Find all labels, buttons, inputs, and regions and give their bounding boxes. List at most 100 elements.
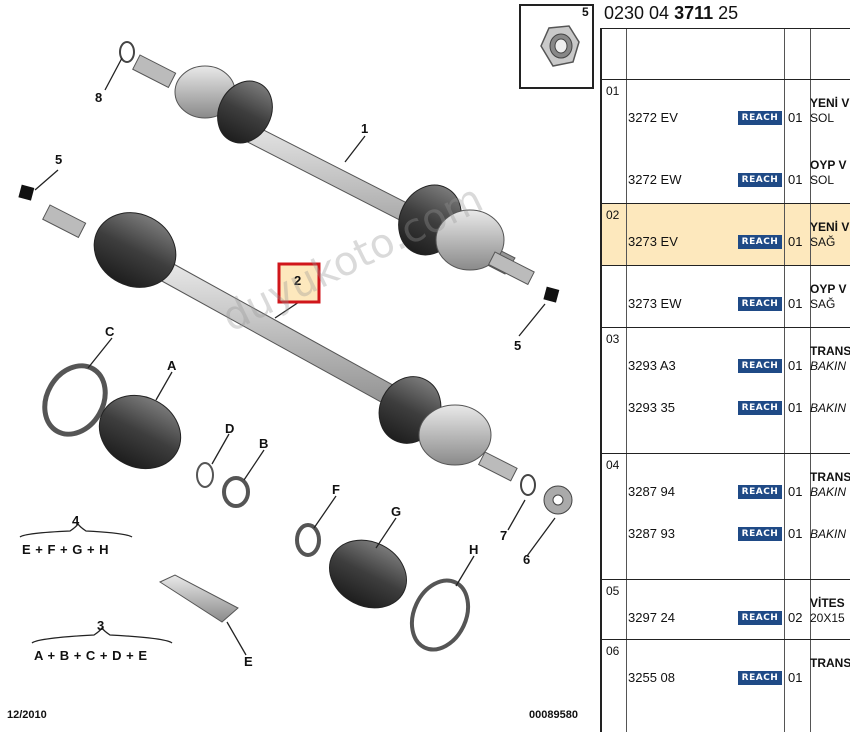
part-code[interactable]: 3287 94 <box>628 484 675 499</box>
reach-badge-icon: REACH <box>738 527 782 541</box>
part-description-line2: BAKIN <box>810 359 847 373</box>
part-quantity: 01 <box>788 484 803 499</box>
clamp-f <box>295 523 321 557</box>
reach-badge-icon: REACH <box>738 485 782 499</box>
part-quantity: 01 <box>788 110 803 125</box>
reach-badge-icon: REACH <box>738 111 782 125</box>
group-number: 03 <box>606 332 620 346</box>
part-code[interactable]: 3272 EW <box>628 172 682 187</box>
reach-badge-icon: REACH <box>738 671 782 685</box>
boot-a <box>98 394 182 470</box>
part-bold: 3711 <box>674 3 714 23</box>
ring-d <box>196 462 214 488</box>
group-number: 01 <box>606 84 620 98</box>
ring-8 <box>119 41 135 63</box>
part-code[interactable]: 3272 EV <box>628 110 678 125</box>
part-description-line2: SOL <box>810 111 835 125</box>
part-description-line1: OYP V <box>810 282 847 296</box>
table-column-divider <box>784 580 785 639</box>
part-code[interactable]: 3293 35 <box>628 400 675 415</box>
part-description-line1: TRANS <box>810 470 850 484</box>
table-column-divider <box>810 204 811 265</box>
callout-h: H <box>469 542 479 557</box>
callout-4: 4 <box>72 513 80 528</box>
part-description-line1: YENİ V <box>810 220 850 234</box>
part-code[interactable]: 3255 08 <box>628 670 675 685</box>
table-column-divider <box>810 640 811 709</box>
table-column-divider <box>626 80 627 203</box>
reach-badge-icon: REACH <box>738 401 782 415</box>
table-column-divider <box>626 580 627 639</box>
part-description-line2: SAĞ <box>810 297 836 311</box>
diagram-date: 12/2010 <box>7 709 47 721</box>
clamp-c <box>42 363 108 437</box>
reach-badge-icon: REACH <box>738 235 782 249</box>
part-code[interactable]: 3273 EW <box>628 296 682 311</box>
group-number: 04 <box>606 458 620 472</box>
table-column-divider <box>784 80 785 203</box>
formula-3: A + B + C + D + E <box>34 648 148 663</box>
callout-b: B <box>259 436 269 451</box>
part-code[interactable]: 3273 EV <box>628 234 678 249</box>
group-number: 02 <box>606 208 620 222</box>
table-column-divider <box>626 640 627 709</box>
part-code[interactable]: 3297 24 <box>628 610 675 625</box>
part-suffix: 25 <box>713 3 739 23</box>
table-column-divider <box>626 454 627 579</box>
table-column-divider <box>810 266 811 327</box>
nut-5-right <box>543 286 560 303</box>
table-column-divider <box>784 640 785 709</box>
part-description-line1: TRANS <box>810 344 850 358</box>
nut-icon <box>540 25 580 67</box>
table-column-divider <box>810 454 811 579</box>
part-quantity: 01 <box>788 526 803 541</box>
boot-g <box>329 539 407 609</box>
callout-3: 3 <box>97 618 105 633</box>
part-quantity: 01 <box>788 296 803 311</box>
clamp-h <box>409 578 471 652</box>
brace-3 <box>31 626 173 644</box>
part-description-line1: VİTES <box>810 596 845 610</box>
table-column-divider <box>626 204 627 265</box>
callout-5-left: 5 <box>55 152 63 167</box>
callout-a: A <box>167 358 177 373</box>
table-column-divider <box>626 328 627 453</box>
callout-2: 2 <box>294 273 302 288</box>
part-description-line1: TRANS <box>810 656 850 670</box>
part-quantity: 01 <box>788 234 803 249</box>
table-column-divider <box>784 266 785 327</box>
table-column-divider <box>810 80 811 203</box>
part-description-line1: YENİ V <box>810 96 850 110</box>
part-description-line2: BAKIN <box>810 527 847 541</box>
callout-2-highlight <box>277 262 321 304</box>
part-description-line2: SOL <box>810 173 835 187</box>
callout-6: 6 <box>523 552 531 567</box>
part-code[interactable]: 3293 A3 <box>628 358 676 373</box>
callout-c: C <box>105 324 115 339</box>
washer-6-hole <box>552 494 564 506</box>
callout-7: 7 <box>500 528 508 543</box>
reach-badge-icon: REACH <box>738 359 782 373</box>
table-column-divider <box>784 204 785 265</box>
callout-1: 1 <box>361 121 369 136</box>
callout-5-right: 5 <box>514 338 522 353</box>
part-quantity: 02 <box>788 610 803 625</box>
part-code[interactable]: 3287 93 <box>628 526 675 541</box>
clamp-b <box>222 476 250 508</box>
formula-4: E + F + G + H <box>22 542 110 557</box>
callout-d: D <box>225 421 235 436</box>
table-column-divider <box>810 328 811 453</box>
part-description-line2: 20X15 <box>810 611 845 625</box>
reach-badge-icon: REACH <box>738 173 782 187</box>
callout-e: E <box>244 654 253 669</box>
parts-group[interactable]: 04 3287 94 REACH 01 TRANS BAKIN 3287 93 REACH 01… <box>602 453 850 579</box>
driveshaft-right <box>42 204 518 482</box>
nut-thumbnail[interactable] <box>519 4 594 89</box>
